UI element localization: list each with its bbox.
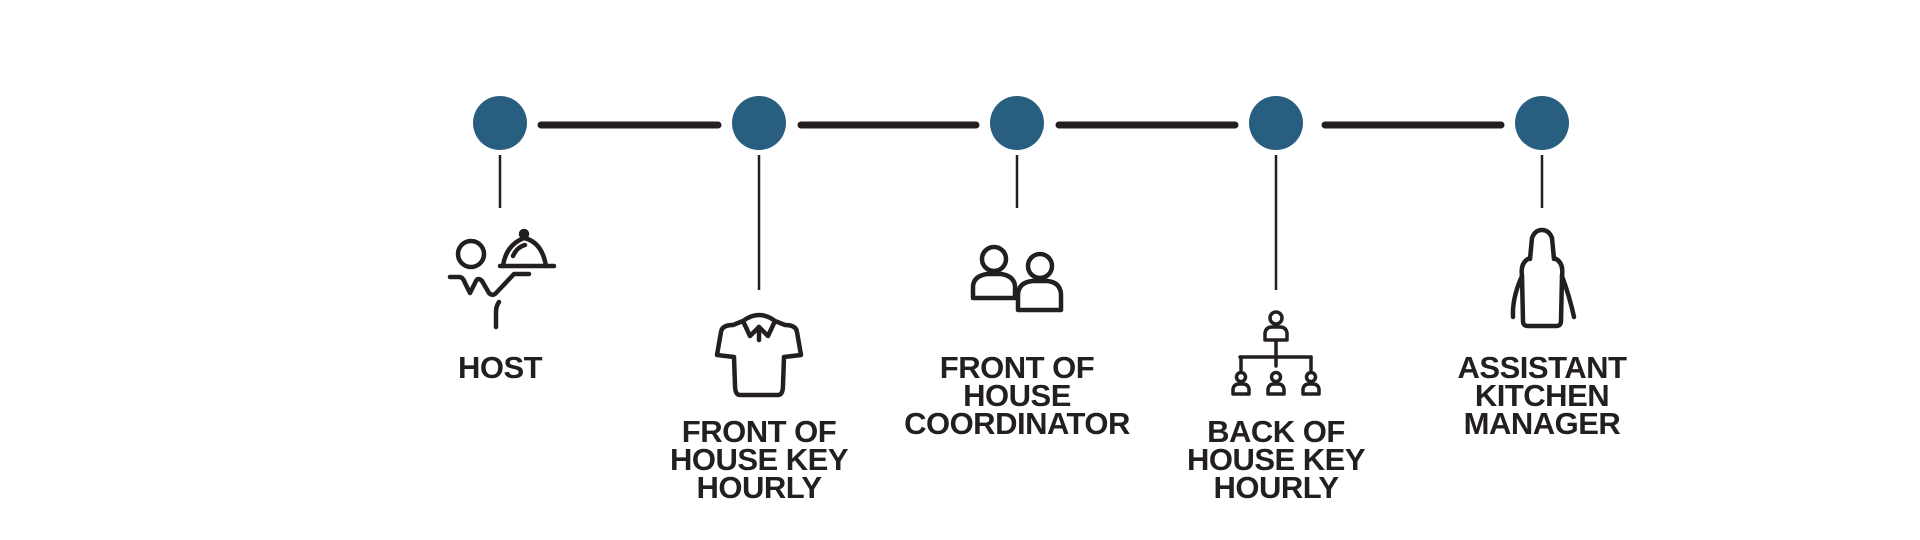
step-label-boh-key-hourly: BACK OF HOUSE KEY HOURLY bbox=[1146, 414, 1406, 505]
two-people-icon bbox=[970, 244, 1064, 313]
timeline-nodes bbox=[473, 96, 1569, 150]
label-line: BACK OF bbox=[1207, 414, 1345, 449]
label-line: FRONT OF bbox=[681, 414, 837, 449]
step-label-host: HOST bbox=[370, 350, 630, 385]
label-line: HOUSE bbox=[963, 378, 1071, 413]
label-line: ASSISTANT bbox=[1457, 350, 1627, 385]
step-label-foh-coordinator: FRONT OF HOUSE COORDINATOR bbox=[887, 350, 1147, 441]
step-label-foh-key-hourly: FRONT OF HOUSE KEY HOURLY bbox=[629, 414, 889, 505]
node-foh-key-hourly bbox=[732, 96, 786, 150]
label-line: HOST bbox=[457, 350, 543, 385]
node-foh-coordinator bbox=[990, 96, 1044, 150]
label-line: HOURLY bbox=[1213, 470, 1339, 505]
node-assistant-kitchen-manager bbox=[1515, 96, 1569, 150]
polo-shirt-icon bbox=[714, 312, 804, 398]
label-line: FRONT OF bbox=[939, 350, 1095, 385]
apron-icon bbox=[1510, 227, 1577, 329]
label-line: COORDINATOR bbox=[904, 406, 1130, 441]
label-line: HOUSE KEY bbox=[669, 442, 849, 477]
label-line: KITCHEN bbox=[1474, 378, 1610, 413]
waiter-serving-icon bbox=[447, 228, 557, 330]
timeline-stems bbox=[498, 155, 1544, 290]
step-label-assistant-kitchen-manager: ASSISTANT KITCHEN MANAGER bbox=[1412, 350, 1672, 441]
label-line: HOUSE KEY bbox=[1186, 442, 1366, 477]
label-line: HOURLY bbox=[696, 470, 822, 505]
org-chart-icon bbox=[1231, 310, 1321, 396]
node-boh-key-hourly bbox=[1249, 96, 1303, 150]
node-host bbox=[473, 96, 527, 150]
label-line: MANAGER bbox=[1463, 406, 1621, 441]
